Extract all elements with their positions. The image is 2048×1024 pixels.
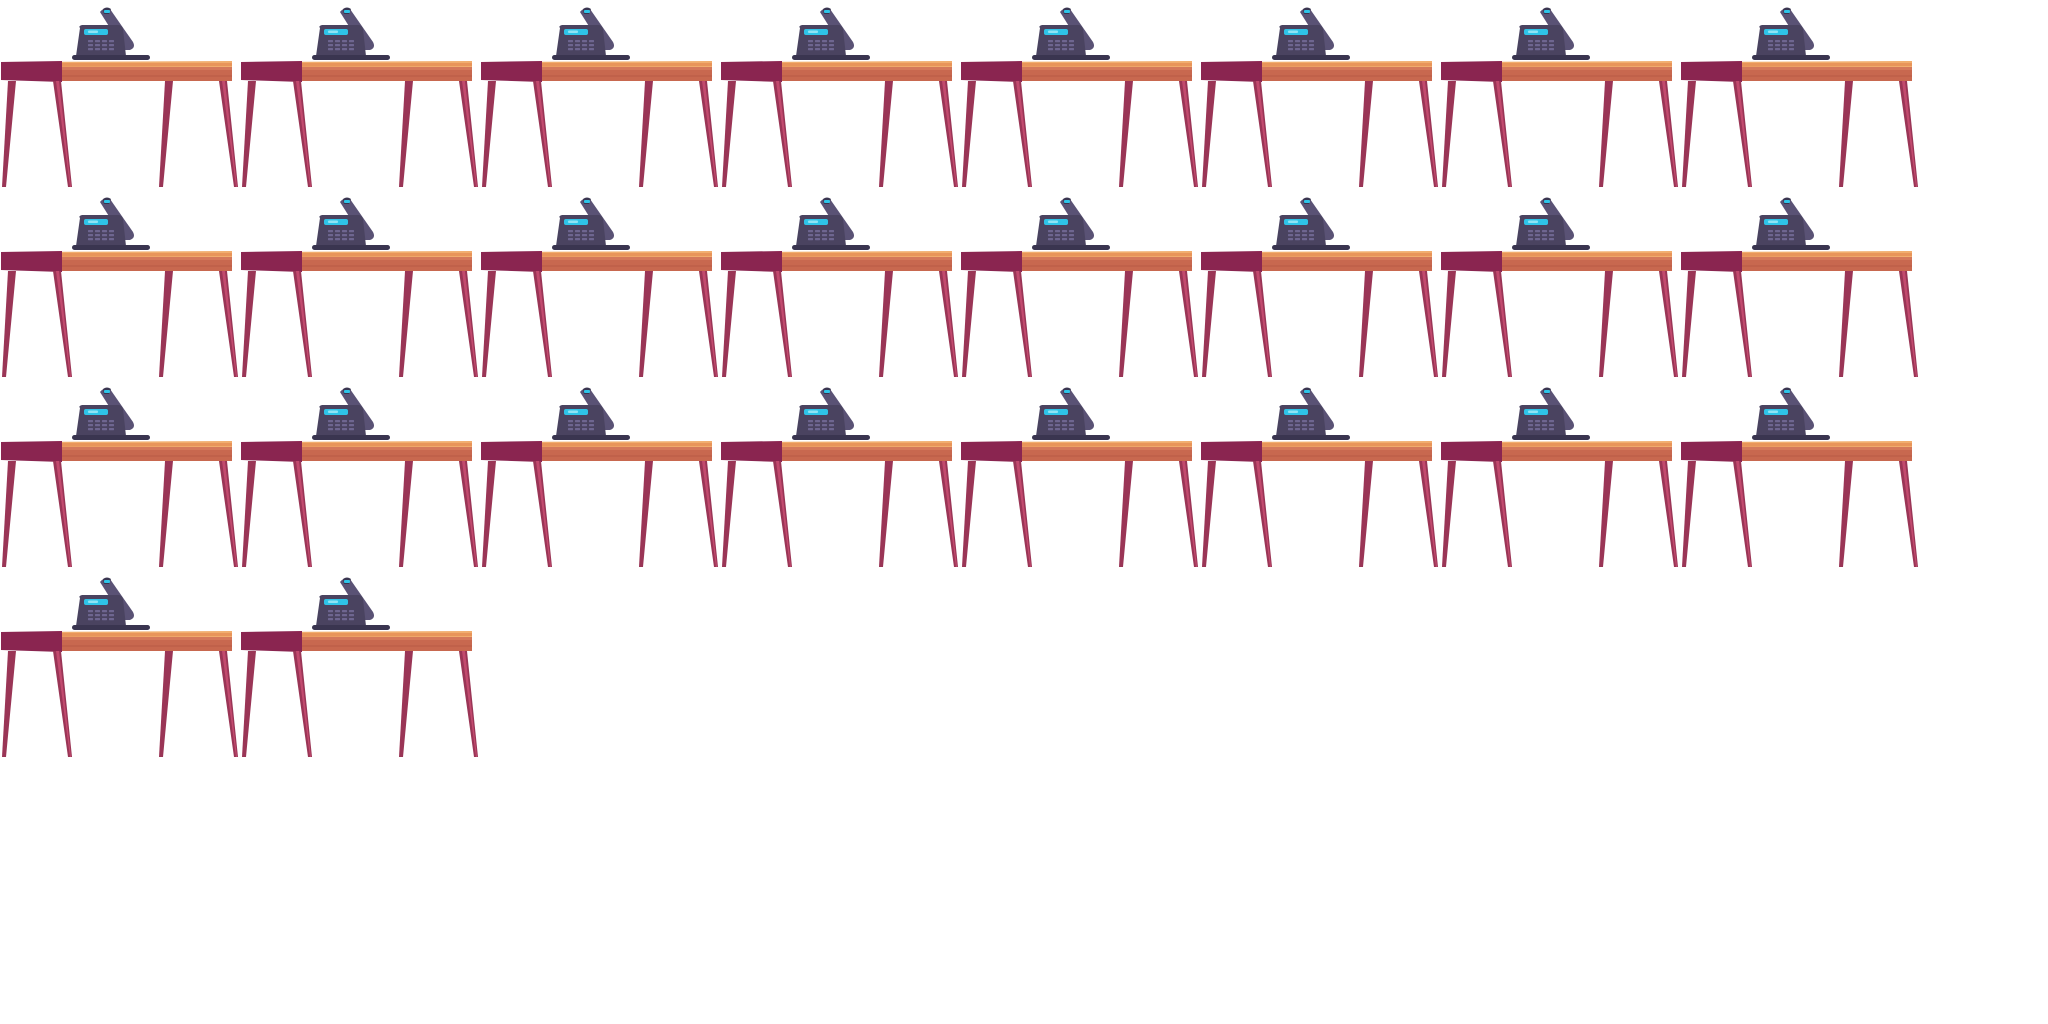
telephone-icon (792, 7, 870, 60)
table (241, 251, 478, 377)
table (1681, 251, 1918, 377)
table (1, 631, 238, 757)
table (1441, 61, 1678, 187)
desk-with-telephone-icon (1680, 0, 1920, 190)
telephone-icon (1752, 7, 1830, 60)
telephone-icon (312, 577, 390, 630)
telephone-icon (792, 387, 870, 440)
desk-with-telephone-icon (960, 380, 1200, 570)
telephone-icon (1512, 7, 1590, 60)
table (721, 61, 958, 187)
telephone-icon (72, 197, 150, 250)
telephone-icon (1512, 197, 1590, 250)
desk-with-telephone-icon (1440, 380, 1680, 570)
telephone-icon (72, 577, 150, 630)
table (1681, 61, 1918, 187)
telephone-icon (1032, 387, 1110, 440)
telephone-icon (312, 387, 390, 440)
table (1441, 251, 1678, 377)
table (961, 251, 1198, 377)
telephone-icon (312, 197, 390, 250)
table (1, 61, 238, 187)
telephone-icon (792, 197, 870, 250)
desk-with-telephone-icon (960, 0, 1200, 190)
telephone-icon (552, 197, 630, 250)
desk-with-telephone-icon (0, 380, 240, 570)
desk-with-telephone-icon (0, 570, 240, 760)
desk-with-telephone-icon (1200, 0, 1440, 190)
desk-with-telephone-icon (240, 0, 480, 190)
desk-with-telephone-icon (1680, 190, 1920, 380)
table (1201, 251, 1438, 377)
table (1681, 441, 1918, 567)
table (721, 251, 958, 377)
table (961, 441, 1198, 567)
desk-with-telephone-icon (480, 0, 720, 190)
telephone-icon (1032, 197, 1110, 250)
telephone-icon (1512, 387, 1590, 440)
desk-with-telephone-icon (240, 190, 480, 380)
table (961, 61, 1198, 187)
telephone-icon (1752, 387, 1830, 440)
table (721, 441, 958, 567)
desk-with-telephone-icon (1680, 380, 1920, 570)
table (1441, 441, 1678, 567)
desk-with-telephone-icon (480, 190, 720, 380)
desk-with-telephone-icon (1440, 190, 1680, 380)
desk-with-telephone-icon (0, 0, 240, 190)
telephone-icon (1752, 197, 1830, 250)
table (241, 441, 478, 567)
desk-with-telephone-icon (0, 190, 240, 380)
telephone-icon (552, 387, 630, 440)
table (1201, 441, 1438, 567)
table (1, 441, 238, 567)
telephone-icon (72, 387, 150, 440)
telephone-icon (1272, 7, 1350, 60)
table (1201, 61, 1438, 187)
desk-with-telephone-icon (960, 190, 1200, 380)
desk-with-telephone-icon (240, 570, 480, 760)
telephone-icon (1272, 387, 1350, 440)
telephone-icon (1272, 197, 1350, 250)
desk-with-telephone-icon (240, 380, 480, 570)
table (1, 251, 238, 377)
desk-with-telephone-icon (1200, 190, 1440, 380)
telephone-icon (1032, 7, 1110, 60)
table (481, 251, 718, 377)
desk-with-telephone-icon (720, 190, 960, 380)
telephone-icon (72, 7, 150, 60)
table (241, 61, 478, 187)
desk-with-telephone-icon (720, 380, 960, 570)
table (481, 61, 718, 187)
desk-with-telephone-icon (1200, 380, 1440, 570)
telephone-icon (552, 7, 630, 60)
table (241, 631, 478, 757)
desk-with-telephone-icon (480, 380, 720, 570)
desk-with-telephone-icon (1440, 0, 1680, 190)
desk-with-telephone-icon (720, 0, 960, 190)
telephone-icon (312, 7, 390, 60)
table (481, 441, 718, 567)
